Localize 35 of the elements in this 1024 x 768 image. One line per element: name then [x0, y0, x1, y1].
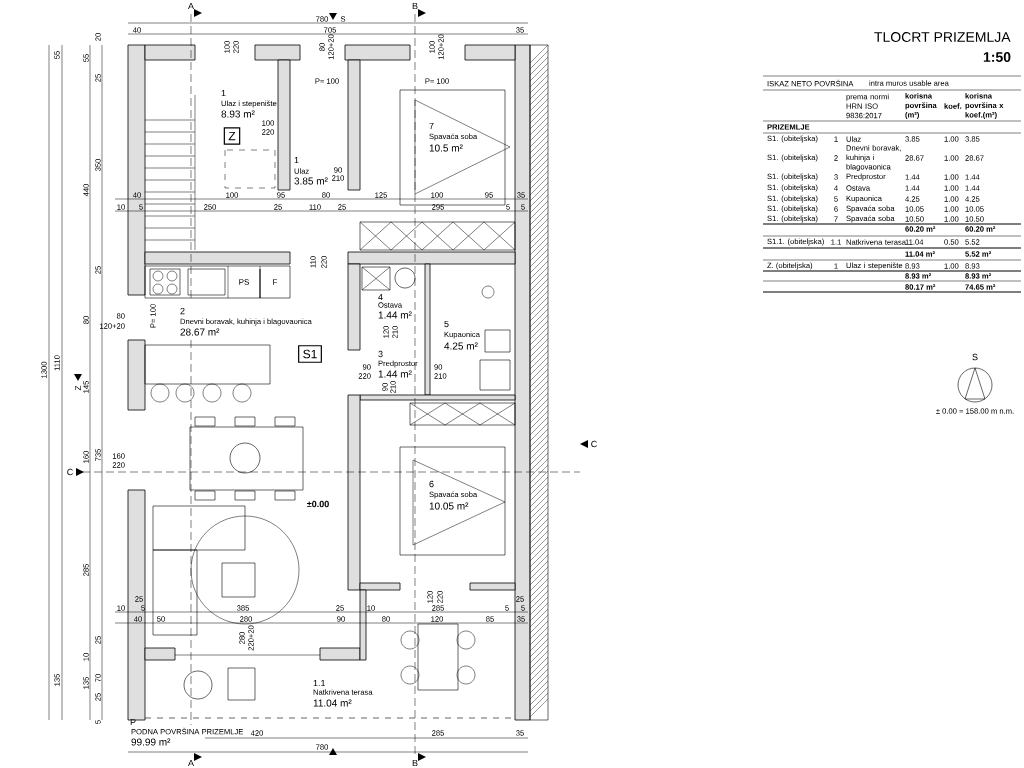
room-area: 11.04 m² [313, 699, 352, 707]
floor-area-value: 99.99 m² [131, 738, 171, 746]
level-text: ±0.00 [307, 500, 329, 508]
room-number: 1 [294, 156, 299, 164]
section-letter: B [412, 2, 418, 10]
room-number: 2 [180, 307, 185, 315]
section-letter: C [67, 468, 73, 476]
room-number: 1.1 [313, 679, 326, 687]
appliance-letter: PS [239, 279, 249, 285]
room-area: 4.25 m² [444, 342, 478, 350]
section-letter: C [591, 440, 597, 448]
section-letter: Z [75, 385, 81, 391]
room-number: 4 [378, 293, 383, 301]
corner-letter: P [130, 718, 136, 726]
room-area: 3.85 m² [294, 177, 328, 185]
section-letter: A [188, 759, 194, 767]
room-tag: Z [223, 127, 241, 145]
room-area: 10.05 m² [429, 502, 469, 510]
room-number: 1 [221, 89, 226, 97]
north-letter: S [972, 353, 978, 361]
room-area: 10.5 m² [429, 144, 463, 152]
section-letter: A [188, 2, 194, 10]
room-number: 3 [378, 350, 383, 358]
room-area: 1.44 m² [378, 370, 412, 378]
section-letter: B [412, 759, 418, 767]
room-number: 7 [429, 122, 434, 130]
room-number: 5 [444, 320, 449, 328]
room-area: 8.93 m² [221, 110, 255, 118]
room-area: 1.44 m² [378, 311, 412, 319]
title: TLOCRT PRIZEMLJA [874, 32, 1011, 42]
room-number: 6 [429, 480, 434, 488]
room-area: 28.67 m² [180, 328, 220, 336]
room-tag: S1 [298, 345, 322, 363]
scale-text: 1:50 [983, 52, 1011, 62]
appliance-letter: F [273, 279, 278, 285]
